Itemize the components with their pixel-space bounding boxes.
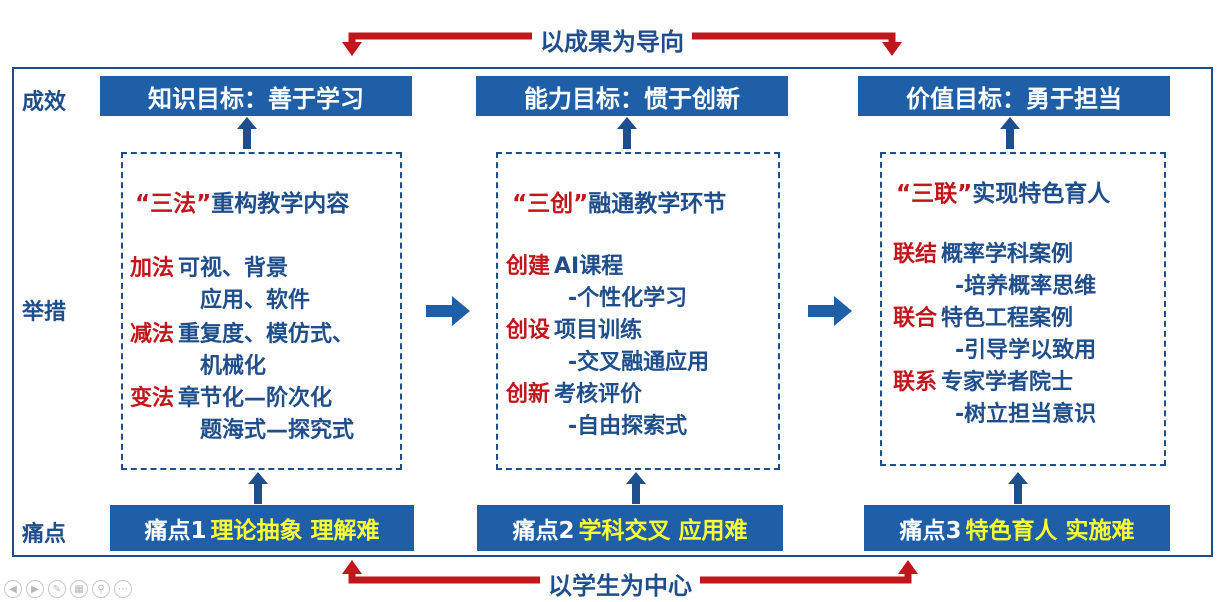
goal-ability: 能力目标：惯于创新 bbox=[476, 76, 788, 116]
goal-knowledge: 知识目标：善于学习 bbox=[100, 76, 412, 116]
line-text: 重复度、模仿式、 bbox=[178, 322, 355, 347]
box3-line-5: 联系专家学者院士 bbox=[893, 364, 1073, 396]
box2-line-5: 创新考核评价 bbox=[506, 376, 642, 408]
keyword: 变法 bbox=[130, 386, 175, 411]
pain-desc: 学科交叉 应用难 bbox=[578, 518, 748, 544]
arrow-up-icon bbox=[617, 117, 637, 149]
arrow-up-icon bbox=[237, 117, 257, 149]
bottom-banner: 以学生为中心 bbox=[540, 566, 700, 601]
line-text: 专家学者院士 bbox=[941, 370, 1074, 395]
arrow-right-icon bbox=[426, 296, 470, 326]
pain-desc: 理论抽象 理解难 bbox=[210, 518, 380, 544]
box2-line-2: -个性化学习 bbox=[568, 286, 688, 311]
box1-line-5: 变法章节化—阶次化 bbox=[130, 380, 332, 412]
box2-line-3: 创设项目训练 bbox=[506, 312, 642, 344]
box2-line-6: -自由探索式 bbox=[568, 414, 688, 439]
pain-tag: 痛点2 bbox=[512, 518, 575, 544]
measure-box-3 bbox=[880, 152, 1166, 466]
keyword: 加法 bbox=[130, 256, 175, 281]
row-label-pain: 痛点 bbox=[22, 522, 67, 547]
goal-value: 价值目标：勇于担当 bbox=[858, 76, 1170, 116]
box3-line-3: 联合特色工程案例 bbox=[893, 300, 1073, 332]
arrow-up-icon bbox=[1008, 472, 1028, 504]
box1-line-1: 加法可视、背景 bbox=[130, 250, 288, 282]
line-text: 特色工程案例 bbox=[941, 306, 1074, 331]
more-options-icon[interactable]: ⋯ bbox=[114, 580, 132, 598]
box1-line-4: 机械化 bbox=[200, 354, 267, 379]
line-text: 可视、背景 bbox=[178, 256, 289, 281]
box1-line-2: 应用、软件 bbox=[200, 288, 311, 313]
box-title-2: “三创”融通教学环节 bbox=[512, 184, 726, 218]
zoom-icon[interactable]: ⚲ bbox=[92, 580, 110, 598]
box3-line-6: -树立担当意识 bbox=[955, 402, 1097, 427]
arrow-up-icon bbox=[626, 472, 646, 504]
measure-box-1 bbox=[121, 152, 402, 470]
next-slide-icon[interactable]: ▶ bbox=[26, 580, 44, 598]
arrow-right-icon bbox=[808, 296, 852, 326]
measure-box-2 bbox=[496, 152, 780, 470]
box-title-quote: “三创” bbox=[512, 191, 589, 217]
box-title-quote: “三联” bbox=[896, 181, 973, 207]
line-text: 章节化—阶次化 bbox=[178, 386, 333, 411]
box3-line-1: 联结概率学科案例 bbox=[893, 236, 1073, 268]
keyword: 创建 bbox=[506, 254, 551, 279]
box2-line-4: -交叉融通应用 bbox=[568, 350, 710, 375]
box-title-rest: 融通教学环节 bbox=[588, 191, 727, 217]
arrow-up-icon bbox=[1000, 117, 1020, 149]
pen-icon[interactable]: ✎ bbox=[48, 580, 66, 598]
previous-slide-icon[interactable]: ◀ bbox=[4, 580, 22, 598]
line-text: AI课程 bbox=[554, 254, 624, 279]
keyword: 减法 bbox=[130, 322, 175, 347]
box1-line-3: 减法重复度、模仿式、 bbox=[130, 316, 354, 348]
keyword: 创新 bbox=[506, 382, 551, 407]
box-title-quote: “三法” bbox=[135, 191, 212, 217]
presentation-toolbar: ◀ ▶ ✎ ▦ ⚲ ⋯ bbox=[4, 580, 132, 598]
pain-desc: 特色育人 实施难 bbox=[965, 518, 1135, 544]
row-label-outcome: 成效 bbox=[22, 90, 67, 115]
keyword: 联合 bbox=[893, 306, 938, 331]
box-title-3: “三联”实现特色育人 bbox=[896, 174, 1110, 208]
arrow-up-icon bbox=[248, 472, 268, 504]
keyword: 创设 bbox=[506, 318, 551, 343]
box3-line-4: -引导学以致用 bbox=[955, 338, 1097, 363]
box-title-rest: 重构教学内容 bbox=[211, 191, 350, 217]
slides-grid-icon[interactable]: ▦ bbox=[70, 580, 88, 598]
line-text: 概率学科案例 bbox=[941, 242, 1074, 267]
line-text: 考核评价 bbox=[554, 382, 643, 407]
box1-line-6: 题海式—探究式 bbox=[200, 418, 355, 443]
keyword: 联系 bbox=[893, 370, 938, 395]
line-text: 项目训练 bbox=[554, 318, 643, 343]
box3-line-2: -培养概率思维 bbox=[955, 274, 1097, 299]
pain-tag: 痛点3 bbox=[899, 518, 962, 544]
row-label-measures: 举措 bbox=[22, 300, 67, 325]
top-banner: 以成果为导向 bbox=[532, 22, 692, 57]
box-title-rest: 实现特色育人 bbox=[972, 181, 1111, 207]
pain-tag: 痛点1 bbox=[144, 518, 207, 544]
keyword: 联结 bbox=[893, 242, 938, 267]
main-frame bbox=[12, 67, 1213, 557]
box-title-1: “三法”重构教学内容 bbox=[135, 184, 349, 218]
